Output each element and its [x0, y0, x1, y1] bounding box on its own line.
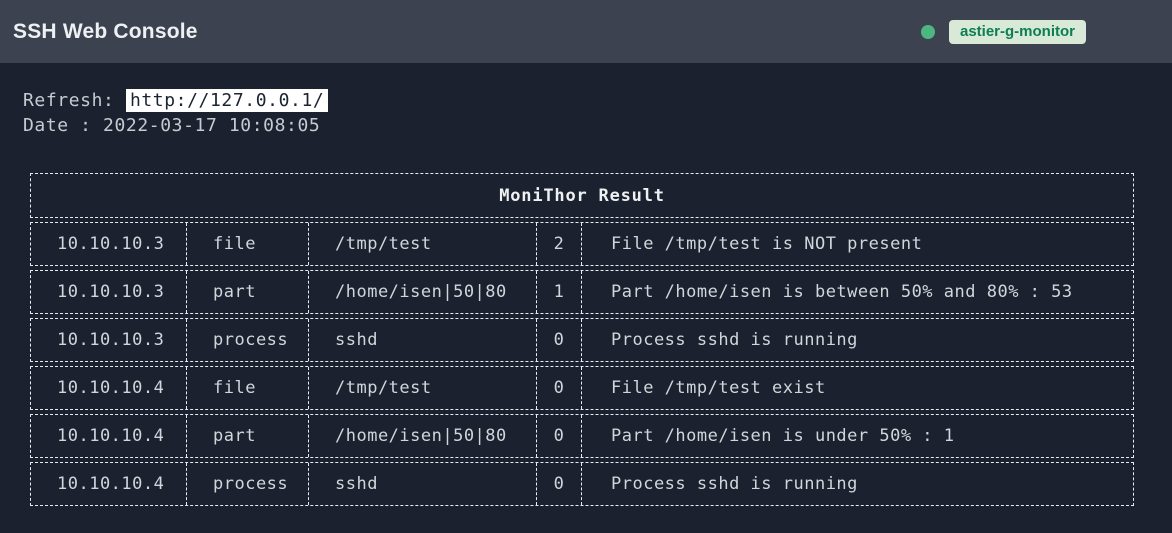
- code-cell: 0: [537, 319, 582, 361]
- check-type-cell: file: [187, 223, 309, 265]
- hostname-badge: astier-g-monitor: [948, 19, 1086, 44]
- message-cell: File /tmp/test is NOT present: [611, 234, 923, 254]
- check-type-cell: process: [187, 319, 309, 361]
- host-cell: 10.10.10.4: [31, 367, 187, 409]
- message-cell: Process sshd is running: [611, 474, 858, 494]
- check-type-cell: file: [187, 367, 309, 409]
- code-cell: 0: [537, 367, 582, 409]
- message-cell: Process sshd is running: [611, 330, 858, 350]
- date-line: Date : 2022-03-17 10:08:05: [23, 115, 321, 136]
- host-cell: 10.10.10.3: [31, 319, 187, 361]
- host-cell: 10.10.10.3: [31, 223, 187, 265]
- refresh-line: Refresh: http://127.0.0.1/: [23, 88, 1172, 113]
- host-cell: 10.10.10.3: [31, 271, 187, 313]
- code-cell: 0: [537, 463, 582, 505]
- target-cell: /tmp/test: [309, 367, 537, 409]
- table-title: MoniThor Result: [30, 173, 1134, 218]
- check-type-cell: part: [187, 271, 309, 313]
- status-area: astier-g-monitor: [920, 19, 1086, 44]
- code-cell: 2: [537, 223, 582, 265]
- target-cell: sshd: [309, 319, 537, 361]
- refresh-label: Refresh:: [23, 90, 126, 111]
- app-title: SSH Web Console: [13, 19, 198, 43]
- message-cell: Part /home/isen is under 50% : 1: [611, 426, 955, 446]
- status-dot-icon: [920, 24, 935, 39]
- console-output: Refresh: http://127.0.0.1/ Date : 2022-0…: [0, 63, 1172, 506]
- host-cell: 10.10.10.4: [31, 415, 187, 457]
- message-cell: File /tmp/test exist: [611, 378, 826, 398]
- check-type-cell: part: [187, 415, 309, 457]
- app-header: SSH Web Console astier-g-monitor: [0, 0, 1172, 63]
- code-cell: 1: [537, 271, 582, 313]
- refresh-url-link[interactable]: http://127.0.0.1/: [125, 89, 329, 112]
- check-type-cell: process: [187, 463, 309, 505]
- target-cell: /home/isen|50|80: [309, 271, 537, 313]
- target-cell: /home/isen|50|80: [309, 415, 537, 457]
- code-cell: 0: [537, 415, 582, 457]
- host-cell: 10.10.10.4: [31, 463, 187, 505]
- target-cell: /tmp/test: [309, 223, 537, 265]
- target-cell: sshd: [309, 463, 537, 505]
- message-cell: Part /home/isen is between 50% and 80% :…: [611, 282, 1073, 302]
